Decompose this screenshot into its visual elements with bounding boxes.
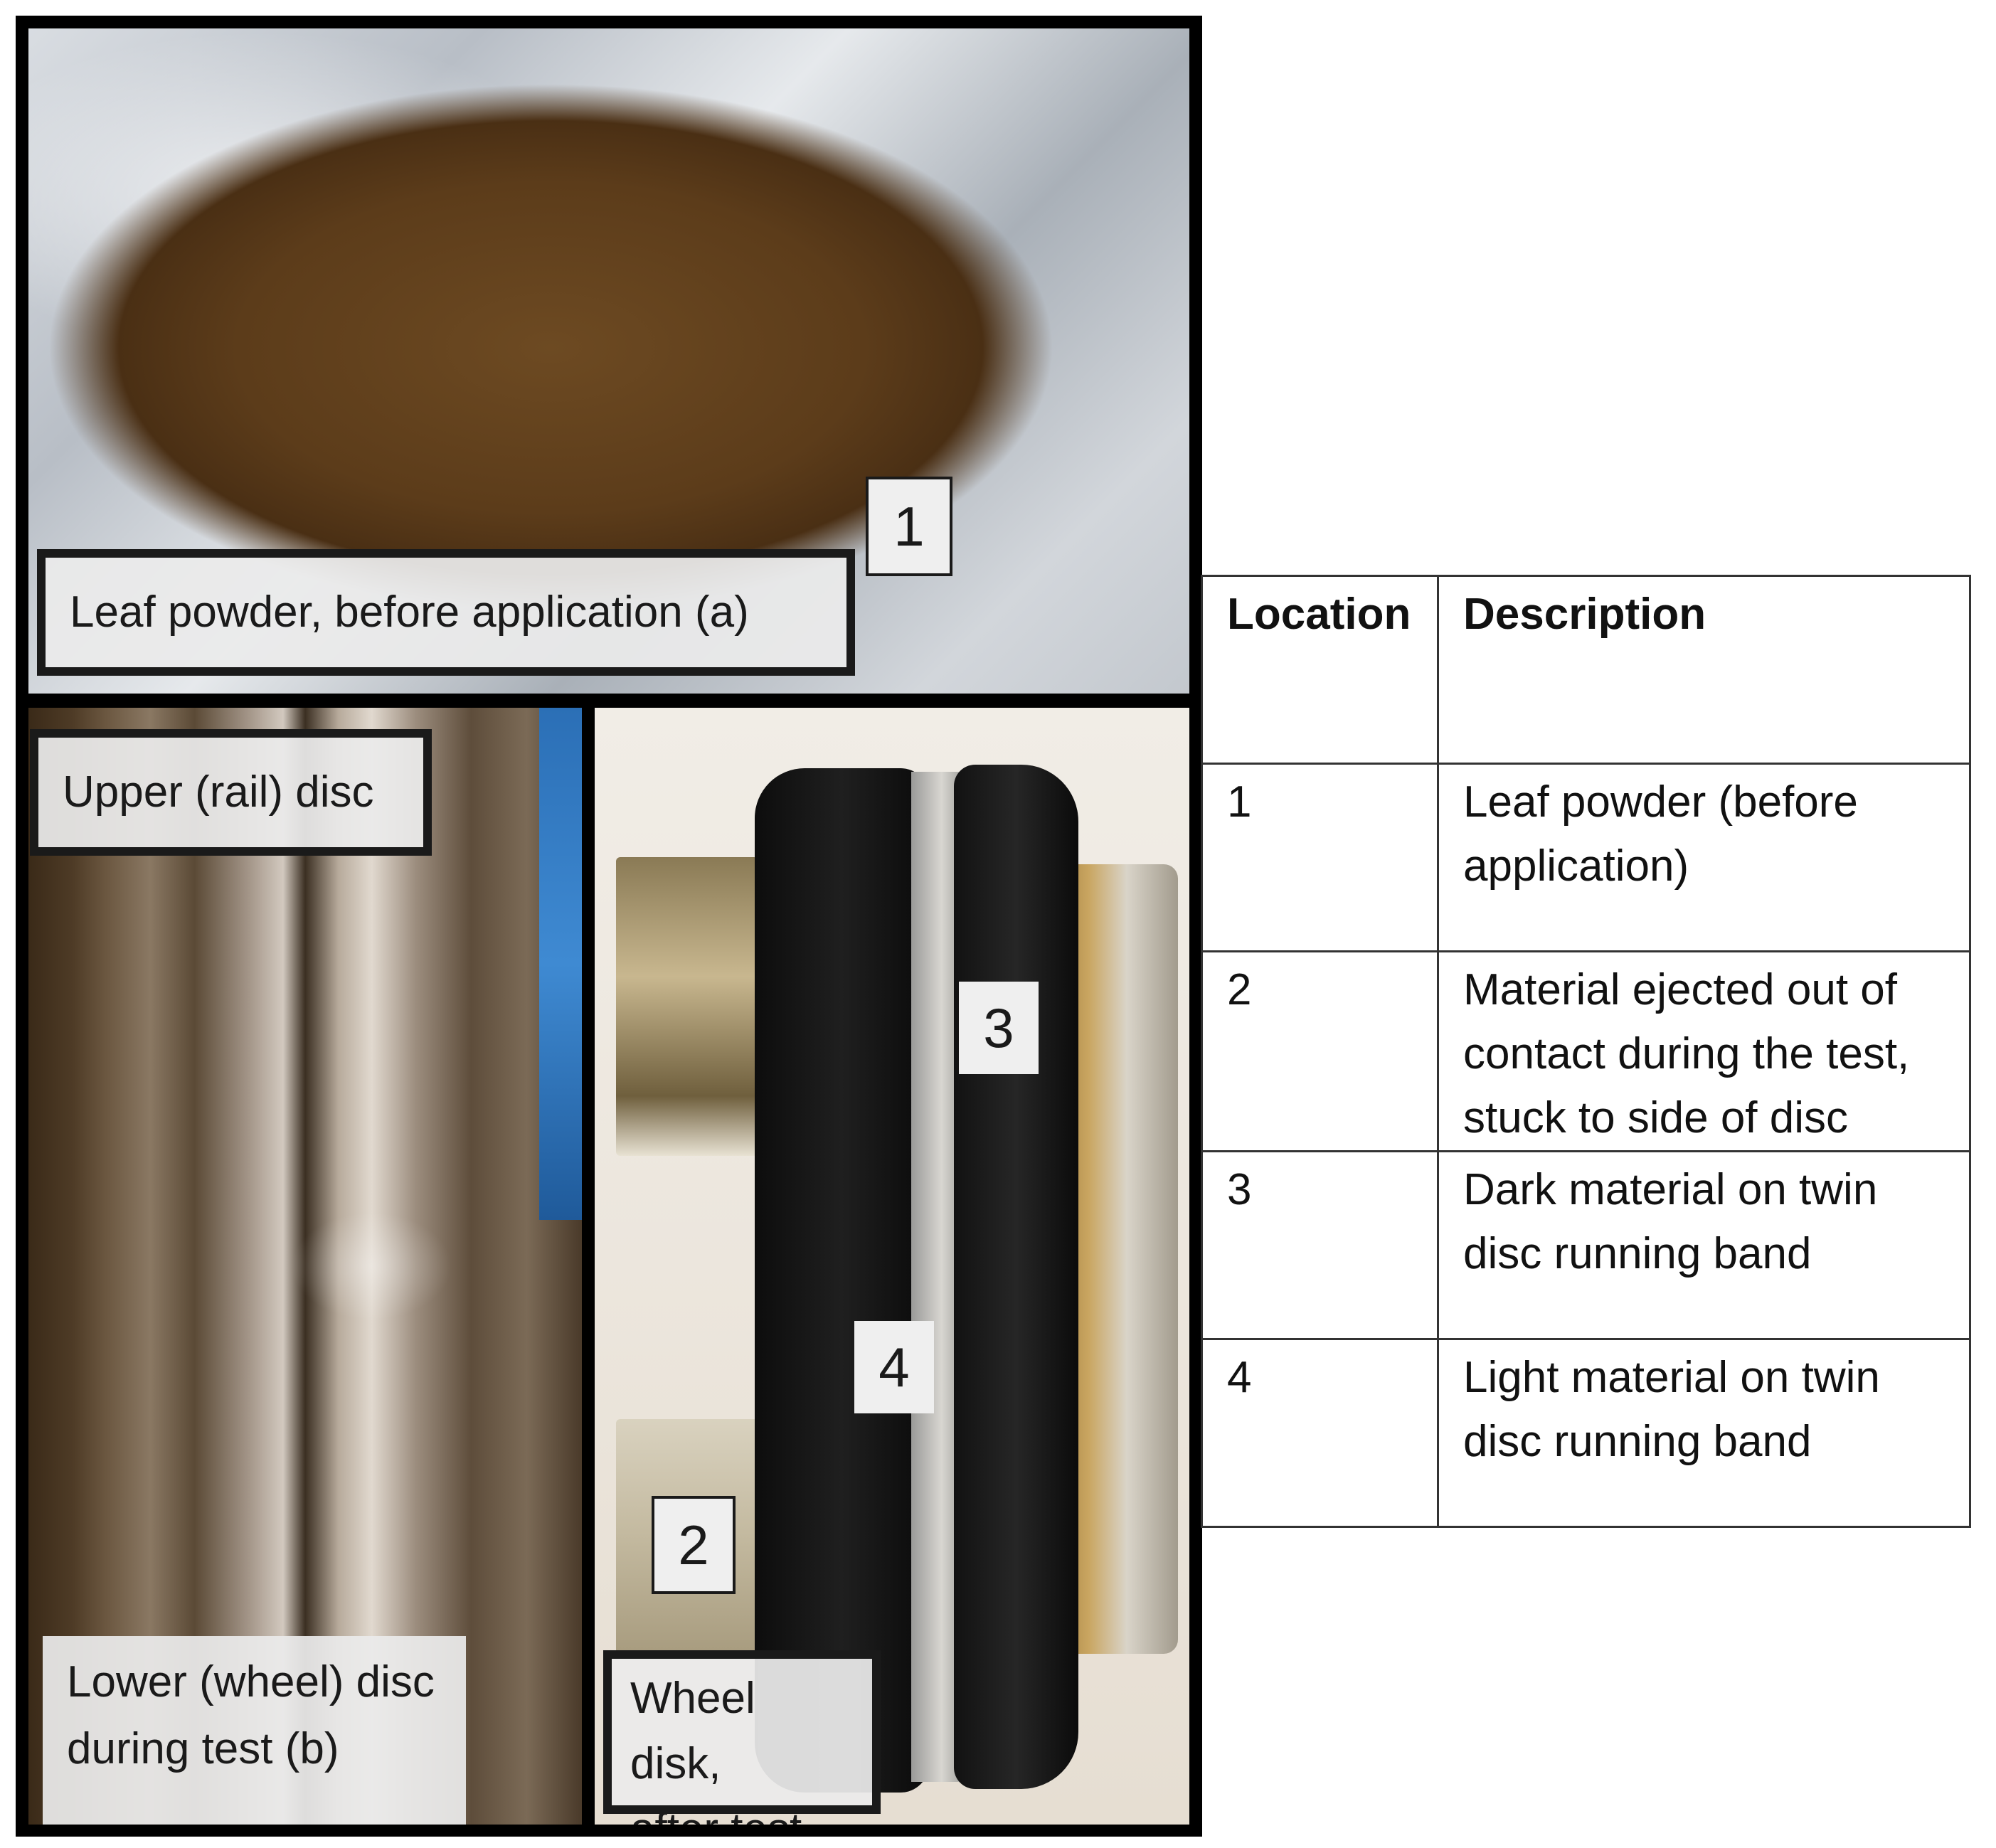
- table-header-row: Location Description: [1201, 575, 1971, 765]
- cell-description: Light material on twin disc running band: [1437, 1338, 1971, 1528]
- cell-description: Material ejected out of contact during t…: [1437, 950, 1971, 1152]
- table-row: 1 Leaf powder (before application): [1201, 763, 1971, 952]
- table-row: 2 Material ejected out of contact during…: [1201, 950, 1971, 1152]
- caption-panel-a: Leaf powder, before application (a): [37, 549, 855, 676]
- photo-leaf-powder: Leaf powder, before application (a) 1: [28, 28, 1189, 694]
- cell-location: 1: [1201, 763, 1439, 952]
- location-description-table: Location Description 1 Leaf powder (befo…: [1201, 575, 1971, 1528]
- table-row: 3 Dark material on twin disc running ban…: [1201, 1150, 1971, 1340]
- marker-3: 3: [959, 982, 1039, 1074]
- table-row: 4 Light material on twin disc running ba…: [1201, 1338, 1971, 1528]
- disc-hub-top: [616, 857, 758, 1156]
- header-description: Description: [1437, 575, 1971, 765]
- header-location: Location: [1201, 575, 1439, 765]
- cell-location: 2: [1201, 950, 1439, 1152]
- cell-description: Leaf powder (before application): [1437, 763, 1971, 952]
- cell-location: 3: [1201, 1150, 1439, 1340]
- marker-4: 4: [854, 1321, 934, 1413]
- caption-wheel-disk-after-test: Wheel disk, after test (c): [603, 1650, 881, 1825]
- caption-wheel-disk-line1: Wheel disk,: [630, 1674, 755, 1788]
- cell-location: 4: [1201, 1338, 1439, 1528]
- caption-lower-wheel-disc-line1: Lower (wheel) disc: [67, 1657, 435, 1706]
- cell-description: Dark material on twin disc running band: [1437, 1150, 1971, 1340]
- marker-1: 1: [866, 477, 952, 576]
- caption-upper-rail-disc: Upper (rail) disc: [30, 729, 432, 856]
- blue-machine-part: [539, 708, 582, 1220]
- caption-lower-wheel-disc: Lower (wheel) disc during test (b): [43, 1636, 466, 1825]
- marker-2: 2: [652, 1496, 736, 1594]
- caption-wheel-disk-line2: after test (c): [630, 1797, 858, 1825]
- disc-dark-band-right: [954, 765, 1078, 1789]
- photo-twin-disc-during-test: Upper (rail) disc Lower (wheel) disc dur…: [28, 708, 582, 1825]
- caption-lower-wheel-disc-line2: during test (b): [67, 1724, 339, 1773]
- photo-wheel-disk-after-test: 3 4 2 Wheel disk, after test (c): [595, 708, 1189, 1825]
- disc-dark-band-left: [755, 768, 929, 1793]
